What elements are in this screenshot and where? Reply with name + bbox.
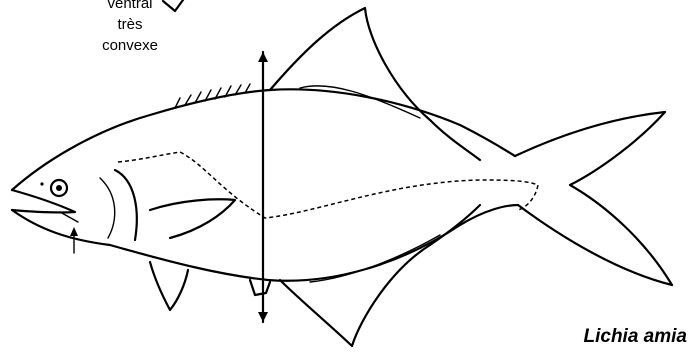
nostril bbox=[40, 182, 43, 185]
anal-fin-inner bbox=[310, 235, 440, 282]
pelvic-fin bbox=[150, 262, 188, 310]
small-ventral-fin bbox=[250, 280, 270, 295]
operculum bbox=[115, 170, 137, 240]
operculum-inner bbox=[100, 178, 115, 238]
anal-fin bbox=[280, 205, 480, 346]
body-outline-lower bbox=[12, 205, 518, 281]
callout-line-ventral: ventral bbox=[80, 0, 180, 14]
lateral-line bbox=[118, 152, 538, 218]
species-name: Lichia amia bbox=[584, 326, 688, 348]
eye-pupil bbox=[56, 185, 62, 191]
dorsal-fin bbox=[270, 8, 480, 160]
jaw-line bbox=[60, 212, 78, 222]
body-depth-measure bbox=[258, 52, 268, 322]
callout-line-tres: très bbox=[80, 14, 180, 35]
pectoral-fin bbox=[150, 199, 235, 238]
callout-line-convexe: convexe bbox=[80, 35, 180, 56]
caudal-fin bbox=[515, 112, 672, 285]
